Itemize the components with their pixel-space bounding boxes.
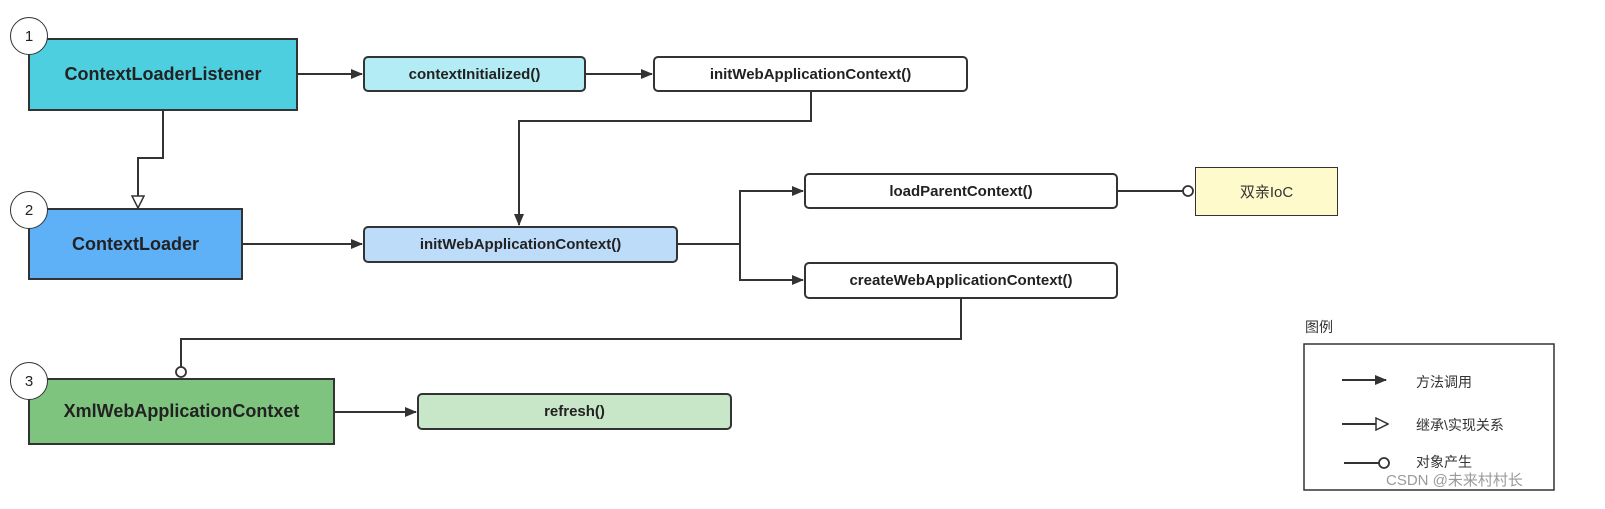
init-web-application-context-mid-node: initWebApplicationContext(): [363, 226, 678, 263]
step-number-3: 3: [10, 362, 48, 400]
object-create-to-xml: [180, 299, 962, 367]
arrow-init-top-to-init-mid: [514, 92, 812, 226]
context-initialized-node: contextInitialized(): [363, 56, 586, 92]
step-number-2: 2: [10, 191, 48, 229]
create-web-application-context-node: createWebApplicationContext(): [804, 262, 1118, 299]
xml-web-application-context-node: XmlWebApplicationContxet: [28, 378, 335, 445]
arrow-init-mid-to-create: [739, 244, 804, 285]
watermark-text: CSDN @未来村村长: [1386, 472, 1523, 489]
parent-ioc-node: 双亲IoC: [1195, 167, 1338, 216]
step-number-1: 1: [10, 17, 48, 55]
legend-method-call-label: 方法调用: [1416, 374, 1472, 390]
init-web-application-context-top-node: initWebApplicationContext(): [653, 56, 968, 92]
load-parent-context-node: loadParentContext(): [804, 173, 1118, 209]
refresh-node: refresh(): [417, 393, 732, 430]
arrow-init-mid-to-load-parent: [678, 186, 804, 245]
inheritance-listener-to-loader: [138, 111, 164, 208]
object-creation-icon: [1182, 185, 1194, 197]
legend-object-circle-icon: [1378, 457, 1390, 469]
object-creation-icon: [175, 366, 187, 378]
context-loader-listener-node: ContextLoaderListener: [28, 38, 298, 111]
legend-object-creation-label: 对象产生: [1416, 454, 1472, 470]
legend-title: 图例: [1305, 319, 1333, 335]
legend-inheritance-label: 继承\实现关系: [1416, 417, 1504, 433]
context-loader-node: ContextLoader: [28, 208, 243, 280]
legend-frame: [1303, 343, 1555, 491]
